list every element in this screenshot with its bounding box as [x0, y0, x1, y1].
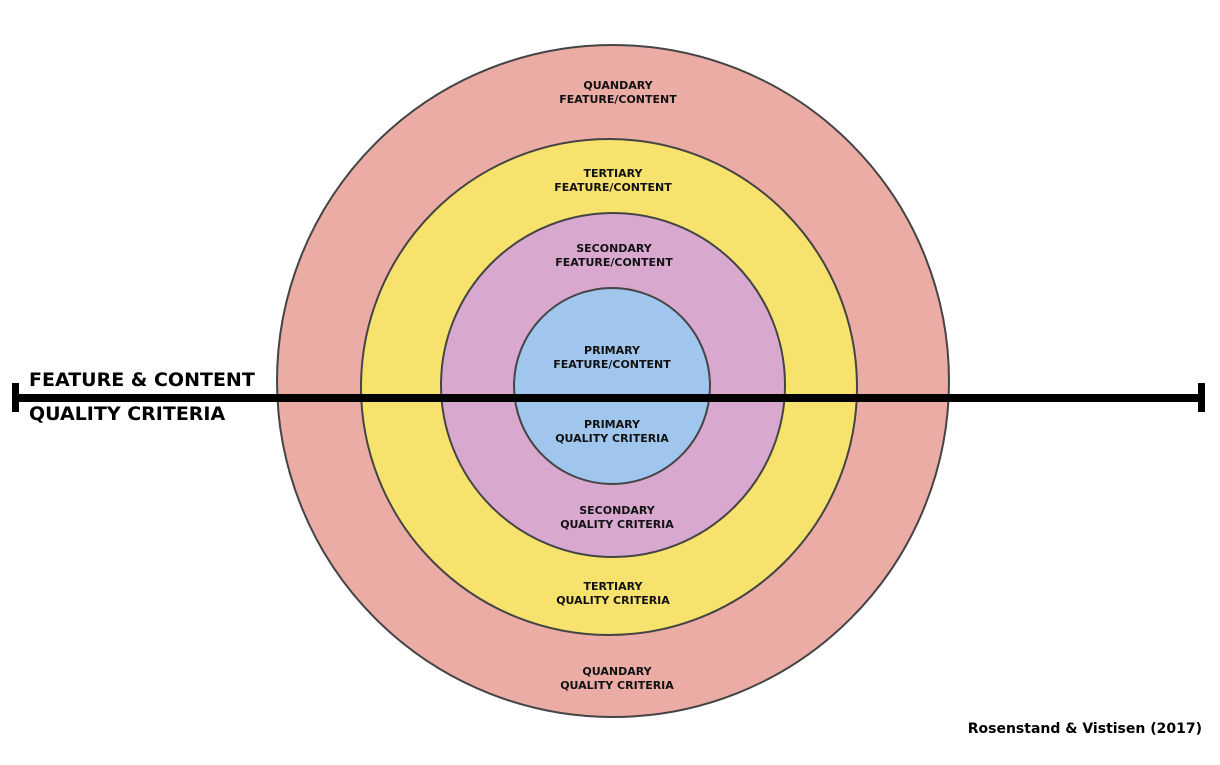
- primary-quality-label: PRIMARY QUALITY CRITERIA: [555, 418, 669, 446]
- label-line: QUANDARY: [582, 665, 652, 678]
- label-line: FEATURE/CONTENT: [555, 256, 673, 269]
- label-line: QUALITY CRITERIA: [560, 518, 674, 531]
- quandary-quality-label: QUANDARY QUALITY CRITERIA: [560, 665, 674, 693]
- axis-cap-left: [12, 383, 19, 412]
- label-line: QUALITY CRITERIA: [555, 432, 669, 445]
- label-line: QUALITY CRITERIA: [556, 594, 670, 607]
- label-line: QUANDARY: [583, 79, 653, 92]
- label-line: QUALITY CRITERIA: [560, 679, 674, 692]
- label-line: SECONDARY: [579, 504, 655, 517]
- tertiary-quality-label: TERTIARY QUALITY CRITERIA: [556, 580, 670, 608]
- secondary-quality-label: SECONDARY QUALITY CRITERIA: [560, 504, 674, 532]
- label-line: PRIMARY: [584, 418, 640, 431]
- quality-criteria-axis-label: QUALITY CRITERIA: [29, 403, 226, 425]
- label-line: TERTIARY: [583, 580, 643, 593]
- label-line: PRIMARY: [584, 344, 640, 357]
- feature-content-axis-label: FEATURE & CONTENT: [29, 369, 255, 391]
- primary-circle: [513, 287, 711, 485]
- axis-cap-right: [1198, 383, 1205, 412]
- label-line: FEATURE/CONTENT: [559, 93, 677, 106]
- citation-credit: Rosenstand & Vistisen (2017): [967, 721, 1202, 737]
- label-line: FEATURE/CONTENT: [553, 358, 671, 371]
- primary-feature-label: PRIMARY FEATURE/CONTENT: [553, 344, 670, 372]
- label-line: FEATURE/CONTENT: [554, 181, 672, 194]
- label-line: TERTIARY: [583, 167, 643, 180]
- quandary-feature-label: QUANDARY FEATURE/CONTENT: [559, 79, 676, 107]
- label-line: SECONDARY: [576, 242, 652, 255]
- tertiary-feature-label: TERTIARY FEATURE/CONTENT: [554, 167, 671, 195]
- axis-line: [14, 394, 1204, 402]
- secondary-feature-label: SECONDARY FEATURE/CONTENT: [555, 242, 672, 270]
